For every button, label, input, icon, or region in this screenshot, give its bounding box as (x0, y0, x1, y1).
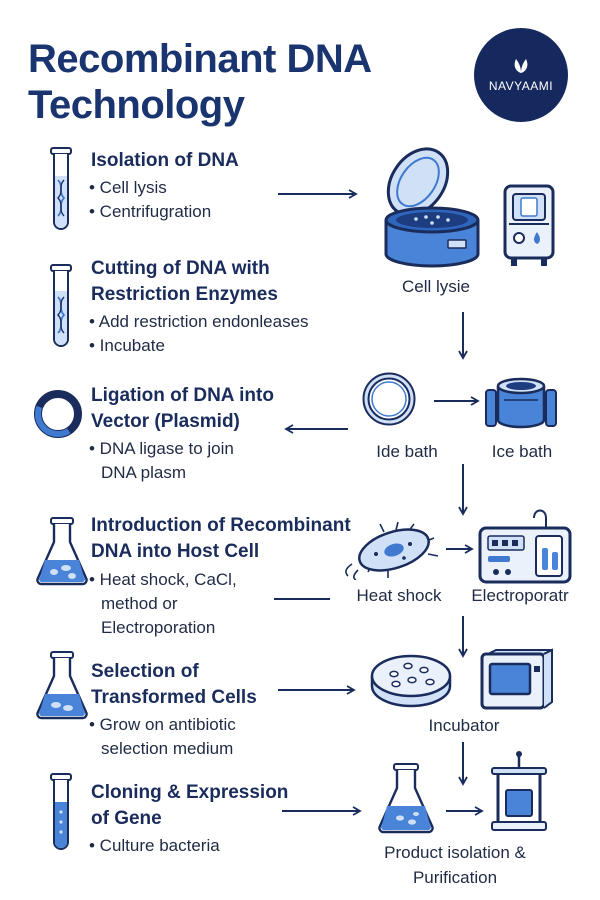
title-line-2: Technology (28, 83, 245, 127)
incubator-label: Incubator (428, 716, 500, 735)
plasmid-icon (32, 388, 84, 440)
centrifuge-icon (376, 142, 486, 270)
leaf-icon (514, 59, 528, 73)
step-4-title: Introduction of Recombinant DNA into Hos… (91, 515, 351, 562)
electroporator-icon (476, 506, 576, 586)
ide-bath-label: Ide bath (376, 442, 438, 461)
culture-flask-icon (34, 650, 90, 720)
step-3-title: Ligation of DNA into Vector (Plasmid) (91, 385, 274, 432)
title-line-1: Recombinant DNA (28, 37, 372, 81)
culture-tube-icon (50, 772, 72, 854)
logo-name: NAVYAAMI (488, 79, 554, 93)
erlenmeyer-flask-icon (34, 516, 90, 586)
lysis-device-icon (503, 184, 555, 268)
product-isolation-label: Product isolation & Purification (384, 843, 526, 887)
product-flask-icon (376, 762, 436, 834)
step-3-bullets: • DNA ligase to join DNA plasm (89, 439, 234, 482)
bacterium-icon (344, 520, 440, 580)
petri-dish-icon (368, 650, 454, 710)
step-6-bullets: • Culture bacteria (89, 836, 220, 855)
navyaami-logo: NAVYAAMI (474, 28, 568, 122)
ide-bath-icon (360, 370, 418, 428)
step-1-bullets: • Cell lysis • Centrifugration (89, 178, 212, 221)
step-5-bullets: • Grow on antibiotic selection medium (89, 715, 236, 758)
purification-apparatus-icon (488, 750, 550, 834)
step-5-title: Selection of Transformed Cells (91, 661, 257, 708)
step-1-title: Isolation of DNA (91, 150, 239, 171)
ice-bath-icon (484, 372, 558, 432)
test-tube-icon (50, 263, 72, 351)
electroporatr-label: Electroporatr (471, 586, 569, 605)
page-title: Recombinant DNA Technology (28, 36, 372, 128)
step-4-bullets: • Heat shock, CaCl, method or Electropor… (89, 570, 237, 637)
heat-shock-label: Heat shock (356, 586, 442, 605)
cell-lysie-label: Cell lysie (401, 277, 471, 296)
incubator-icon (478, 648, 554, 712)
step-6-title: Cloning & Expression of Gene (91, 782, 289, 829)
step-2-bullets: • Add restriction endonleases • Incubate (89, 312, 309, 355)
ice-bath-label: Ice bath (491, 442, 553, 461)
dna-test-tube-icon (50, 146, 72, 234)
step-2-title: Cutting of DNA with Restriction Enzymes (91, 258, 278, 305)
